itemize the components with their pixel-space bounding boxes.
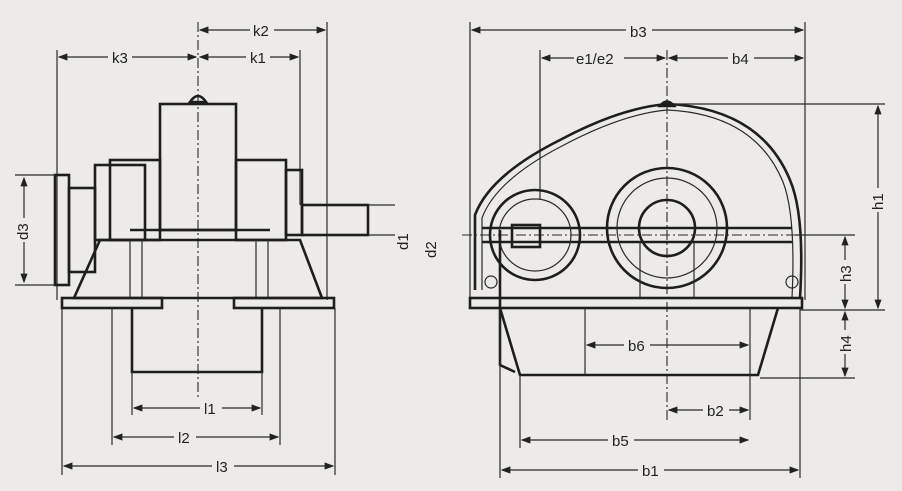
label-b3: b3 bbox=[630, 24, 647, 41]
label-l2: l2 bbox=[178, 430, 190, 447]
side-view: d3 d1 d2 k2 k3 k1 l1 l2 l3 bbox=[14, 20, 440, 476]
label-h4: h4 bbox=[838, 335, 855, 352]
label-l3: l3 bbox=[216, 459, 228, 476]
label-l1: l1 bbox=[204, 401, 216, 418]
label-e1-e2: e1/e2 bbox=[576, 51, 614, 68]
front-view: b3 e1/e2 b4 h1 h3 h4 b6 b2 b5 b1 bbox=[462, 20, 888, 480]
label-k2: k2 bbox=[253, 23, 269, 40]
base-flange bbox=[468, 296, 804, 310]
label-d1: d1 bbox=[395, 233, 412, 250]
output-shaft bbox=[300, 203, 370, 237]
output-gear-bore bbox=[605, 166, 729, 290]
label-d3: d3 bbox=[15, 223, 32, 240]
label-h3: h3 bbox=[838, 265, 855, 282]
foot-left bbox=[60, 296, 164, 310]
label-b6: b6 bbox=[628, 338, 645, 355]
oil-gauge bbox=[510, 223, 542, 249]
label-k1: k1 bbox=[250, 50, 266, 67]
label-b1: b1 bbox=[642, 463, 659, 480]
label-d2: d2 bbox=[423, 241, 440, 258]
vent-cap bbox=[187, 94, 209, 104]
housing-outline bbox=[473, 102, 803, 299]
label-b4: b4 bbox=[732, 51, 749, 68]
vent-cap bbox=[657, 100, 677, 108]
label-b2: b2 bbox=[707, 403, 724, 420]
label-h1: h1 bbox=[870, 193, 887, 210]
input-gear-bore bbox=[488, 188, 582, 282]
label-b5: b5 bbox=[612, 433, 629, 450]
base-housing bbox=[498, 307, 780, 377]
foot-right bbox=[232, 296, 336, 310]
label-k3: k3 bbox=[112, 50, 128, 67]
